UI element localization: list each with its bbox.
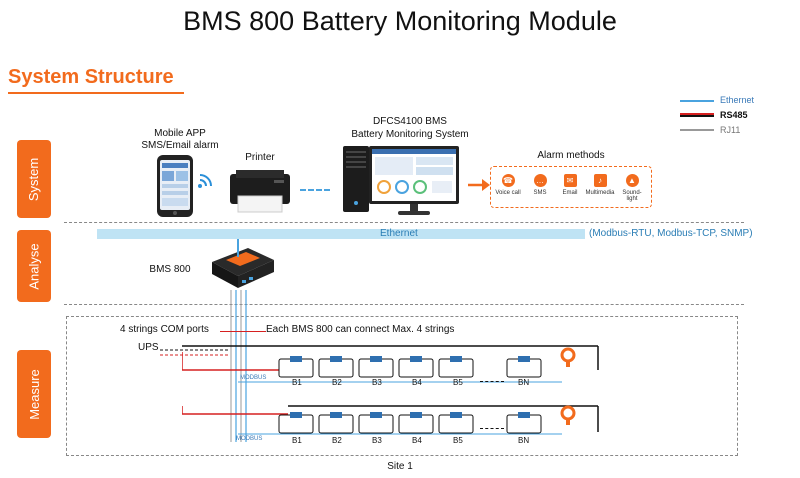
legend-rj11-label: RJ11 [720, 125, 741, 135]
current-sensor-icon [560, 347, 576, 367]
site-label: Site 1 [387, 461, 413, 472]
mobile-label-line1: Mobile APP [154, 128, 206, 139]
bms800-device-icon [208, 240, 278, 292]
battery-b5 [438, 356, 474, 378]
device-label: BMS 800 [149, 264, 191, 275]
tab-analyse: Analyse [17, 230, 51, 302]
alarm-item-sound-light: ▲ Sound-light [617, 174, 647, 202]
battery-bn [506, 356, 542, 378]
separator-analyse-measure [64, 304, 744, 305]
string-1 [181, 344, 602, 392]
battery-label-bn-string-2: BN [518, 436, 530, 445]
alarm-methods-box: ☎ Voice call … SMS ✉ Email ♪ Multimedia … [490, 166, 652, 208]
mobile-phone-icon [156, 154, 194, 218]
monitoring-label-line2: Battery Monitoring System [351, 129, 469, 140]
com-ports-arrow [220, 331, 266, 332]
measure-frame [66, 316, 738, 456]
alarm-title: Alarm methods [537, 150, 605, 161]
current-sensor-icon-string-2 [560, 405, 576, 425]
string-2 [181, 404, 602, 444]
legend-ethernet-label: Ethernet [720, 95, 755, 105]
alarm-item-label: Multimedia [585, 190, 615, 196]
mobile-label-line2: SMS/Email alarm [141, 140, 219, 151]
separator-system-analyse [64, 222, 744, 223]
battery-b4-string-2 [398, 412, 434, 434]
modbus-label-string-2: MODBUS [236, 436, 263, 442]
alarm-item-sms: … SMS [525, 174, 555, 196]
wireless-icon [196, 172, 214, 190]
legend-rs485-line [680, 113, 714, 117]
tab-measure-label: Measure [26, 368, 42, 420]
page-title: BMS 800 Battery Monitoring Module [183, 6, 617, 36]
monitor-screen-icon [368, 145, 460, 217]
phone-icon: ☎ [501, 174, 515, 187]
speaker-icon: ♪ [593, 174, 607, 187]
section-underline [8, 92, 184, 94]
device-ethernet-link [237, 239, 239, 257]
ups-label: UPS [138, 342, 159, 353]
battery-b3 [358, 356, 394, 378]
legend-ethernet-line [680, 100, 714, 102]
string-2-gap [480, 428, 504, 429]
legend: Ethernet RS485 RJ11 [680, 94, 790, 136]
alarm-item-voice-call: ☎ Voice call [493, 174, 523, 196]
battery-label-b4-string-2: B4 [412, 436, 422, 445]
alarm-item-label: Voice call [495, 190, 521, 196]
battery-label-b1: B1 [292, 378, 302, 387]
battery-label-b1-string-2: B1 [292, 436, 302, 445]
tab-system-label: System [26, 157, 42, 201]
modbus-label-string-1: MODBUS [240, 375, 267, 381]
email-icon: ✉ [563, 174, 577, 187]
alarm-item-label: Sound-light [622, 190, 642, 202]
sms-icon: … [533, 174, 547, 187]
monitoring-label-line1: DFCS4100 BMS [373, 116, 447, 127]
cable-bundle [228, 290, 254, 442]
section-title: System Structure [8, 66, 174, 88]
battery-label-b3-string-2: B3 [372, 436, 382, 445]
com-ports-label: 4 strings COM ports [120, 324, 209, 335]
battery-b2-string-2 [318, 412, 354, 434]
tab-analyse-label: Analyse [26, 242, 42, 290]
battery-b3-string-2 [358, 412, 394, 434]
server-tower-icon [342, 145, 370, 213]
legend-rs485-label: RS485 [720, 110, 748, 120]
battery-b2 [318, 356, 354, 378]
battery-bn-string-2 [506, 412, 542, 434]
printer-label: Printer [245, 152, 275, 163]
max-strings-label: Each BMS 800 can connect Max. 4 strings [266, 324, 455, 335]
battery-b4 [398, 356, 434, 378]
ups-dashed-lines [160, 345, 230, 356]
battery-b5-string-2 [438, 412, 474, 434]
battery-b1 [278, 356, 314, 378]
battery-label-bn: BN [518, 378, 530, 387]
alarm-item-label: SMS [533, 190, 547, 196]
battery-label-b3: B3 [372, 378, 382, 387]
printer-icon [226, 166, 294, 216]
alarm-item-multimedia: ♪ Multimedia [585, 174, 615, 196]
battery-label-b5: B5 [453, 378, 463, 387]
tab-system: System [17, 140, 51, 218]
battery-label-b5-string-2: B5 [453, 436, 463, 445]
alarm-item-label: Email [562, 190, 578, 196]
battery-label-b4: B4 [412, 378, 422, 387]
battery-label-b2-string-2: B2 [332, 436, 342, 445]
battery-b1-string-2 [278, 412, 314, 434]
ethernet-bus-label: Ethernet [380, 228, 418, 239]
tab-measure: Measure [17, 350, 51, 438]
ethernet-bus [97, 229, 585, 239]
battery-label-b2: B2 [332, 378, 342, 387]
legend-rj11-line [680, 129, 714, 131]
siren-icon: ▲ [625, 174, 639, 187]
alarm-item-email: ✉ Email [555, 174, 585, 196]
printer-monitor-link [300, 189, 330, 191]
string-1-gap [480, 381, 504, 382]
alarm-arrow-icon [468, 178, 490, 192]
protocols-label: (Modbus-RTU, Modbus-TCP, SNMP) [589, 228, 753, 239]
